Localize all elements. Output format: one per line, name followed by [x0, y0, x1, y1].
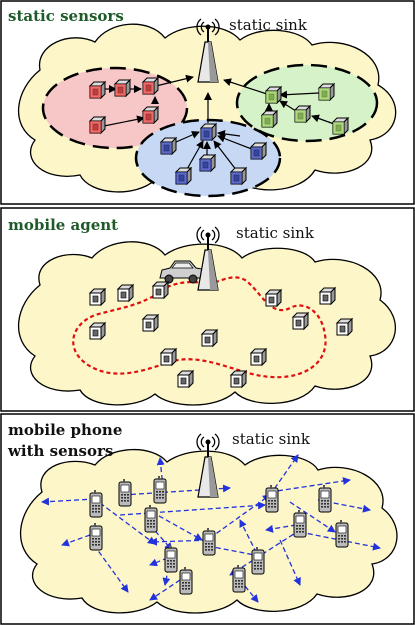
phone-icon [153, 475, 167, 504]
sensor [319, 287, 336, 305]
panel-static-sensors: static sensors static sink [0, 0, 415, 205]
phone-icon [89, 522, 103, 551]
phone-icon [265, 484, 279, 513]
sensor [261, 110, 278, 128]
sensor [152, 281, 169, 299]
sensor [250, 348, 267, 366]
cloud [18, 241, 396, 406]
sensor [250, 142, 267, 160]
red-sensors [89, 77, 159, 134]
sink-label: static sink [236, 224, 315, 242]
sensor [89, 81, 106, 99]
sensor [160, 137, 177, 155]
sensor [89, 288, 106, 306]
phone-icon [164, 544, 178, 573]
sensor [292, 312, 309, 330]
panel-mobile-agent: mobile agent static sink [0, 207, 415, 412]
sensor [201, 329, 218, 347]
phone-icon [232, 564, 246, 593]
sensor [265, 86, 282, 104]
sensor [89, 322, 106, 340]
sensor [175, 167, 192, 185]
sink-label: static sink [232, 430, 311, 448]
phone-icon [118, 478, 132, 507]
sensor [142, 314, 159, 332]
panel-mobile-phone: mobile phone with sensors static sink [0, 413, 415, 625]
phone-icon [89, 489, 103, 518]
sensor [142, 77, 159, 95]
phone-icon [318, 484, 332, 513]
green-sensors [261, 83, 349, 135]
phone-icon [335, 519, 349, 548]
mobile-agent-car-icon [159, 260, 203, 284]
panel-title-line2: with sensors [7, 442, 113, 460]
sensor [200, 123, 217, 141]
sensor [265, 289, 282, 307]
panel-title: static sensors [8, 7, 124, 25]
panel-title: mobile agent [8, 216, 118, 234]
sensor [89, 116, 106, 134]
sensor [199, 154, 216, 172]
sensor [142, 106, 159, 124]
sensor [332, 117, 349, 135]
phone-icon [293, 509, 307, 538]
sensor [230, 167, 247, 185]
sensor [160, 348, 177, 366]
sensor [230, 370, 247, 388]
sensor [114, 79, 131, 97]
sensor [318, 83, 335, 101]
sink-label: static sink [229, 16, 308, 34]
phone-icon [144, 504, 158, 533]
phone-icon [251, 546, 265, 575]
sensor [294, 105, 311, 123]
panel-title-line1: mobile phone [8, 421, 122, 439]
sensor [117, 284, 134, 302]
sensor [177, 370, 194, 388]
phone-icon [202, 527, 216, 556]
phone-icon [179, 566, 193, 595]
sensor [336, 318, 353, 336]
blue-sensors [160, 123, 267, 185]
